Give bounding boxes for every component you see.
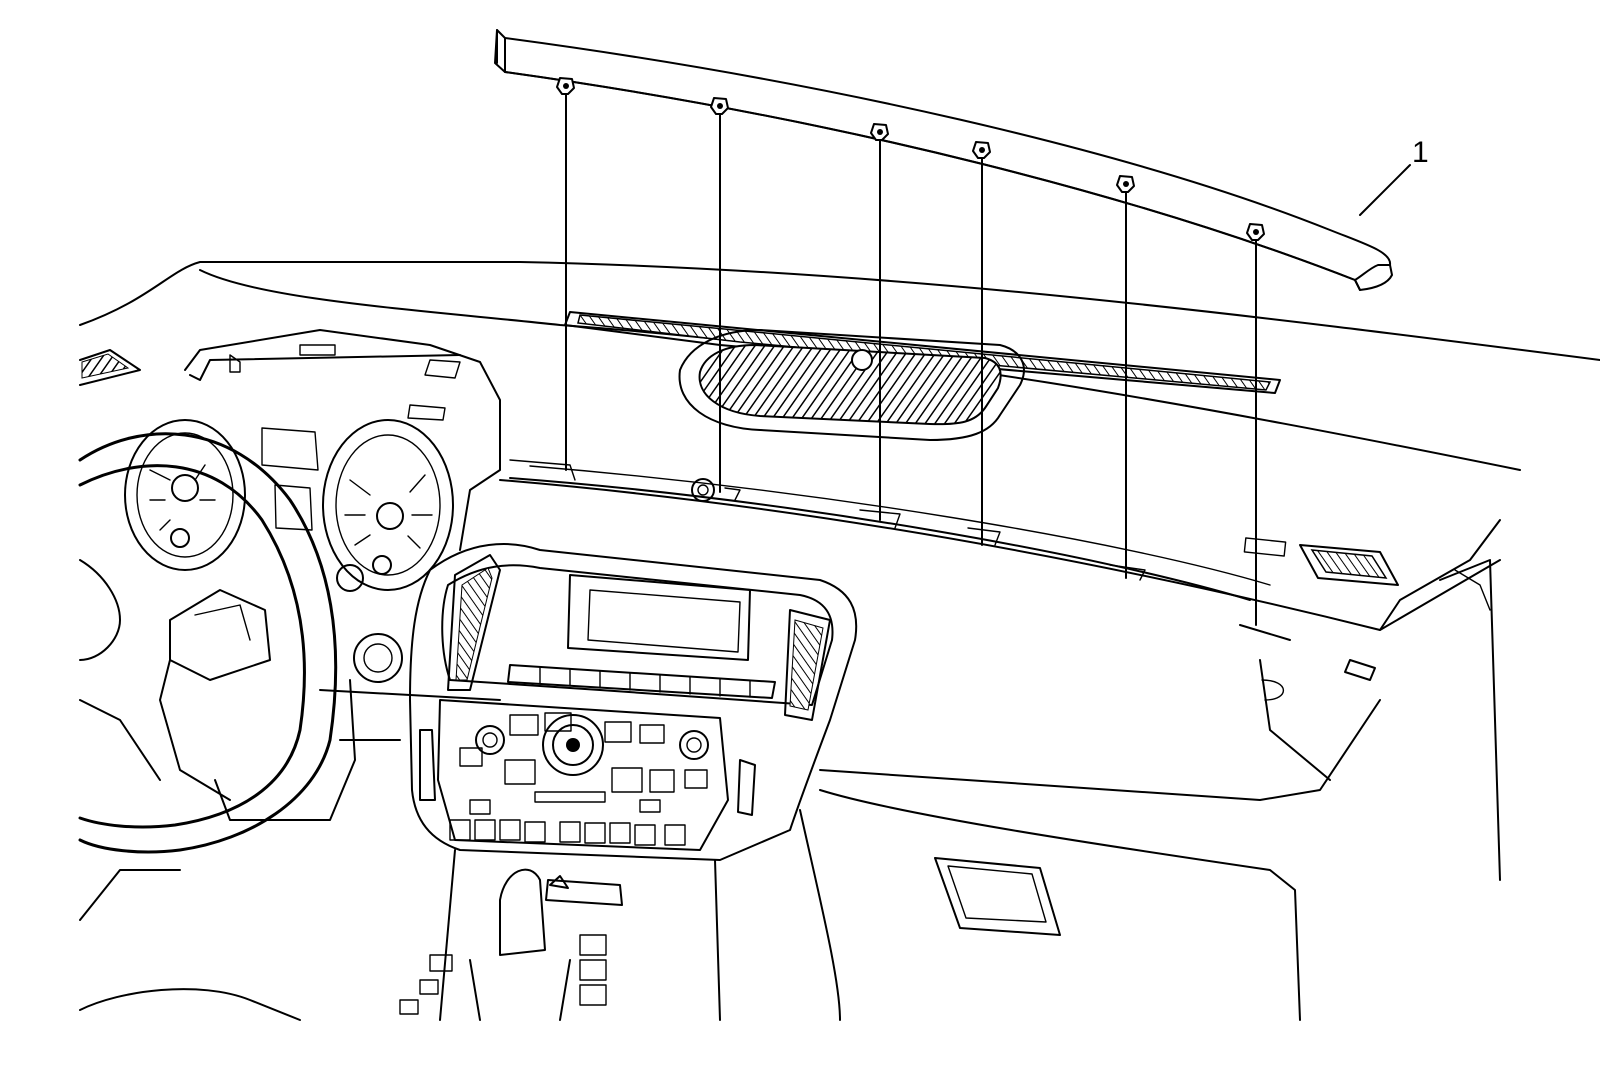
radio-display [567,574,751,661]
center-stack [399,543,858,1021]
hvac-buttons [449,799,686,846]
sunload-sensor [851,349,873,371]
instrument-panel-upper-trim-panel [494,29,1393,626]
center-control-knob [542,714,604,776]
callout-number: 1 [1412,136,1429,169]
dash-front-edge [499,479,1501,631]
instrument-panel [79,261,1600,1021]
lower-right-panel [819,699,1381,801]
radio-buttons [459,712,708,813]
instrument-cluster-area [78,329,501,1021]
push-in-retainer-icon [972,141,991,159]
push-in-retainer-icon [556,77,575,95]
speedometer-gauge [322,419,454,591]
gear-shifter [499,868,546,956]
trim-panel-body [494,29,1393,291]
speaker-grille [698,343,1002,426]
tune-knob [679,730,709,760]
steering-wheel [78,432,338,854]
dash-top-outline [79,261,1600,361]
console-buttons [399,934,607,1015]
trim-panel-retainers [556,77,1265,241]
ignition-switch [353,633,403,683]
left-air-outlet [79,349,141,386]
speaker-recess [678,329,1025,441]
panel-hole [691,478,715,502]
center-stack-bezel [409,543,858,861]
preset-button-strip [507,664,776,699]
volume-knob [475,725,505,755]
callout-1: 1 [1359,136,1429,216]
push-in-retainer-icon [1116,175,1135,193]
right-air-outlet [1243,537,1399,586]
tachometer-gauge [124,419,246,571]
center-right-air-outlet [784,609,831,721]
installation-guide-lines [565,93,1257,626]
push-in-retainer-icon [1246,223,1265,241]
panel-slots [509,459,1146,581]
push-in-retainer-icon [710,97,729,115]
center-left-air-outlet [447,554,501,691]
push-in-retainer-icon [870,123,889,141]
radio-control-panel [437,699,729,851]
callout-leader [1359,164,1411,216]
glovebox-handle [934,857,1061,936]
